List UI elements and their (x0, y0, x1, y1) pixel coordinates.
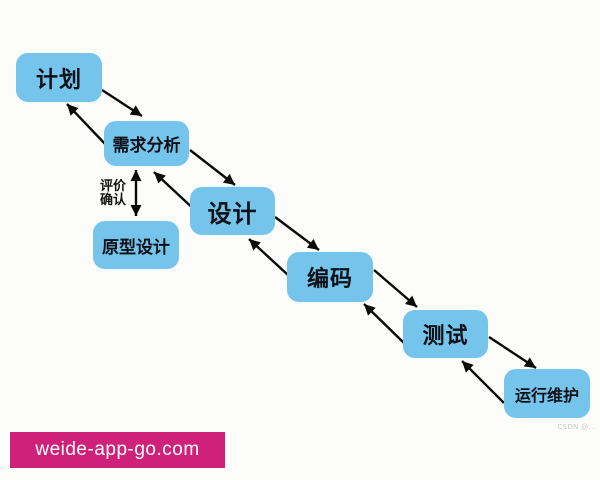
site-watermark-text: weide-app-go.com (35, 439, 200, 460)
node-design: 设计 (190, 187, 275, 235)
arrow-plan-to-requirements (101, 88, 143, 118)
arrow-maintenance-to-testing (461, 360, 505, 404)
node-testing: 测试 (403, 310, 488, 358)
csdn-watermark: CSDN @... (557, 423, 596, 431)
arrow-design-to-coding (274, 216, 320, 251)
node-maintenance: 运行维护 (504, 369, 590, 418)
node-testing-label: 测试 (422, 324, 469, 349)
node-coding-label: 编码 (306, 267, 353, 292)
node-plan-label: 计划 (35, 67, 82, 93)
arrow-testing-to-maintenance (488, 335, 537, 370)
node-requirements: 需求分析 (104, 121, 189, 166)
node-prototype-label: 原型设计 (102, 237, 170, 258)
node-plan: 计划 (16, 53, 102, 102)
feedback-label-line1: 评价 (100, 179, 127, 194)
arrow-coding-to-testing (373, 269, 418, 308)
feedback-label-line2: 确认 (100, 193, 127, 208)
arrow-requirements-to-design (189, 149, 236, 186)
node-maintenance-label: 运行维护 (514, 385, 579, 405)
arrow-coding-to-design (248, 238, 289, 276)
arrow-requirements-to-plan (66, 103, 108, 147)
node-prototype: 原型设计 (93, 221, 179, 269)
node-design-label: 设计 (207, 199, 258, 228)
arrow-testing-to-coding (363, 303, 405, 344)
node-requirements-label: 需求分析 (112, 136, 181, 156)
site-watermark-banner: weide-app-go.com (10, 432, 225, 468)
node-coding: 编码 (287, 252, 373, 302)
feedback-label: 评价 确认 (100, 180, 134, 208)
